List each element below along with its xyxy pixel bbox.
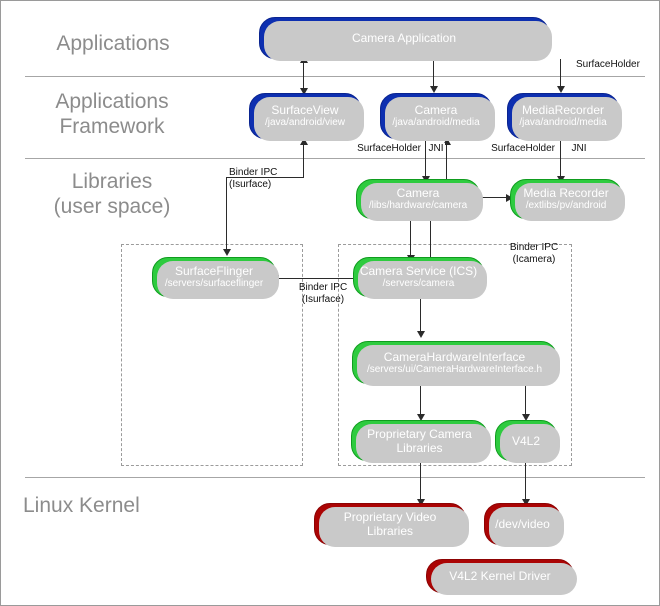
- node-title: /dev/video: [495, 517, 550, 531]
- edge-elbow-horizontal-top: [226, 177, 304, 178]
- node-title: CameraHardwareInterface: [383, 349, 526, 364]
- edge-v4l2-to-dev-video: [525, 461, 526, 503]
- node-subtitle: /java/android/media: [519, 117, 607, 128]
- layer-label-libraries: Libraries (user space): [53, 170, 171, 218]
- arrowhead-proprietary-camera-to-video: [417, 499, 425, 506]
- divider-framework: [25, 158, 645, 159]
- node-shadow: [512, 97, 622, 141]
- node-title: Camera Application: [351, 31, 457, 45]
- edge-chi-to-proprietary-camera: [420, 384, 421, 418]
- node-v4l2[interactable]: V4L2: [495, 420, 560, 463]
- arrowhead-cameraapp-to-surfaceview: [300, 88, 308, 95]
- node-title: SurfaceView: [271, 103, 339, 117]
- node-shadow: [431, 563, 577, 595]
- node-title: V4L2 Kernel Driver: [449, 569, 551, 583]
- node-camera-java[interactable]: Camera /java/android/media: [380, 93, 495, 141]
- arrowhead-chi-to-proprietary-camera: [417, 414, 425, 421]
- node-title: Proprietary Camera: [367, 426, 472, 441]
- arrowhead-camera-service-to-chi: [417, 331, 425, 338]
- layer-label-applications-framework: Applications Framework: [55, 90, 169, 138]
- node-title: Camera Service (ICS): [359, 264, 478, 278]
- node-media-recorder-native[interactable]: Media Recorder /extlibs/pv/android: [510, 179, 625, 221]
- edge-camera-native-to-camera-java: [446, 141, 447, 180]
- node-shadow: [385, 97, 495, 141]
- arrowhead-camera-to-mediarecorder-native: [506, 194, 513, 202]
- node-subtitle: /java/android/media: [392, 117, 480, 128]
- edge-camera-service-to-surfaceflinger: [277, 278, 354, 279]
- node-shadow: [357, 345, 560, 386]
- node-shadow: [361, 183, 483, 221]
- node-shadow: [500, 424, 560, 463]
- node-subtitle: /servers/ui/CameraHardwareInterface.h: [366, 363, 543, 375]
- edge-elbow-to-surfaceview: [303, 141, 304, 177]
- node-subtitle: /servers/surfaceflinger: [164, 278, 264, 289]
- edge-label-binder-ipc-isurface-mid: Binder IPC (Isurface): [298, 282, 348, 305]
- edge-cameraapp-surfaceview: [303, 59, 304, 93]
- arrowhead-cameraapp-to-camera-java: [430, 86, 438, 93]
- node-title: MediaRecorder: [521, 103, 605, 117]
- region-surfaceflinger-process: [121, 244, 303, 466]
- node-shadow: [356, 424, 491, 463]
- edge-cameraapp-camera-java: [433, 59, 434, 91]
- edge-chi-to-v4l2: [525, 384, 526, 418]
- edge-elbow-vertical-down: [226, 177, 227, 253]
- node-shadow: [319, 507, 469, 547]
- node-subtitle: /java/android/view: [264, 117, 346, 128]
- edge-camera-native-mediarecorder-native: [479, 197, 511, 198]
- edge-mediarecorder-java-to-native: [560, 141, 561, 180]
- edge-label-surfaceholder-camera: SurfaceHolder: [343, 143, 421, 155]
- layer-label-linux-kernel: Linux Kernel: [23, 494, 140, 517]
- node-title: SurfaceFlinger: [174, 264, 254, 278]
- edge-label-binder-ipc-icamera: Binder IPC (Icamera): [509, 242, 559, 265]
- node-camera-application[interactable]: Camera Application: [259, 17, 552, 61]
- node-shadow: [358, 261, 487, 299]
- node-subtitle: Libraries: [366, 524, 414, 538]
- arrowhead-chi-to-v4l2: [522, 414, 530, 421]
- edge-label-jni-camera: JNI: [427, 143, 445, 155]
- node-title: Camera: [396, 186, 440, 200]
- node-proprietary-video-libraries[interactable]: Proprietary Video Libraries: [314, 503, 469, 547]
- edge-proprietary-camera-to-video: [420, 461, 421, 503]
- arrowhead-elbow-to-surfaceflinger: [223, 249, 231, 256]
- node-title: Media Recorder: [523, 186, 609, 200]
- node-subtitle: /extlibs/pv/android: [525, 200, 607, 211]
- edge-camera-service-to-camera-native: [430, 216, 431, 260]
- arrowhead-elbow-to-surfaceview: [300, 138, 308, 145]
- node-subtitle: /servers/camera: [382, 278, 455, 289]
- node-shadow: [254, 97, 364, 141]
- node-mediarecorder-java[interactable]: MediaRecorder /java/android/media: [507, 93, 622, 141]
- arrowhead-v4l2-to-dev-video: [522, 499, 530, 506]
- node-dev-video[interactable]: /dev/video: [484, 503, 564, 547]
- arrowhead-camera-native-to-camera-java: [443, 138, 451, 145]
- region-camera-service-process: [338, 244, 572, 466]
- node-title: Proprietary Video: [343, 510, 437, 524]
- edge-label-binder-ipc-isurface-top: Binder IPC (Isurface): [229, 167, 278, 190]
- divider-libraries: [25, 477, 645, 478]
- node-proprietary-camera-libraries[interactable]: Proprietary Camera Libraries: [351, 420, 491, 463]
- arrowhead-cameraapp-to-mediarecorder: [557, 86, 565, 93]
- node-shadow: [157, 261, 279, 299]
- node-shadow: [264, 21, 552, 61]
- node-surfaceflinger[interactable]: SurfaceFlinger /servers/surfaceflinger: [152, 257, 279, 299]
- node-camera-native[interactable]: Camera /libs/hardware/camera: [356, 179, 483, 221]
- node-title: Camera: [414, 103, 458, 117]
- edge-camera-service-to-chi: [420, 297, 421, 336]
- node-v4l2-kernel-driver[interactable]: V4L2 Kernel Driver: [426, 559, 577, 595]
- layer-label-applications: Applications: [56, 32, 170, 55]
- node-shadow: [489, 507, 564, 547]
- edge-camera-native-to-camera-service: [410, 216, 411, 260]
- node-shadow: [515, 183, 625, 221]
- node-subtitle: Libraries: [396, 440, 443, 455]
- divider-applications: [25, 76, 645, 77]
- node-title: V4L2: [511, 433, 541, 448]
- edge-camera-java-to-camera-native: [425, 141, 426, 180]
- node-surfaceview[interactable]: SurfaceView /java/android/view: [249, 93, 364, 141]
- edge-cameraapp-mediarecorder: [560, 59, 561, 91]
- node-subtitle: /libs/hardware/camera: [368, 200, 468, 211]
- edge-label-surfaceholder-app: SurfaceHolder: [576, 59, 640, 70]
- node-camera-hardware-interface[interactable]: CameraHardwareInterface /servers/ui/Came…: [352, 341, 560, 386]
- edge-label-surfaceholder-recorder: SurfaceHolder: [477, 143, 555, 155]
- node-camera-service[interactable]: Camera Service (ICS) /servers/camera: [353, 257, 487, 299]
- edge-label-jni-recorder: JNI: [569, 143, 589, 155]
